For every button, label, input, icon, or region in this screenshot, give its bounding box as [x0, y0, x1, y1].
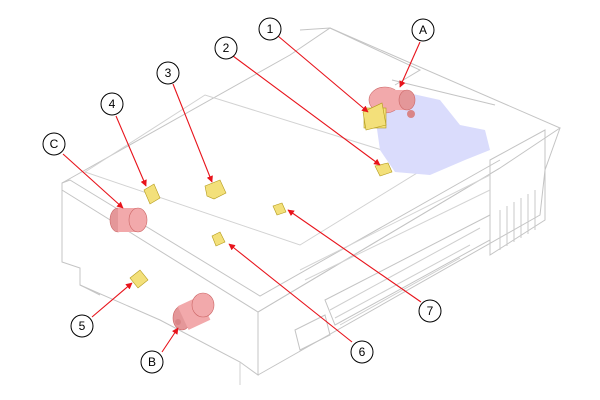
callout-b-label: B	[148, 355, 156, 369]
callout-b: B	[140, 350, 164, 374]
callout-3-label: 3	[165, 66, 172, 80]
leader-3	[172, 83, 213, 183]
callout-a-label: A	[419, 23, 427, 37]
callout-c-label: C	[50, 137, 59, 151]
callout-4: 4	[100, 92, 124, 116]
callout-5: 5	[70, 314, 94, 338]
callout-5-label: 5	[79, 319, 86, 333]
leader-5	[91, 282, 133, 318]
callout-2: 2	[214, 36, 238, 60]
roller-b	[172, 292, 215, 331]
sensor-part-4	[143, 183, 161, 205]
callout-1: 1	[258, 17, 282, 41]
sensor-part-1	[362, 102, 387, 131]
leader-6	[228, 243, 353, 343]
callout-4-label: 4	[109, 97, 116, 111]
highlight-region	[375, 90, 490, 175]
callout-1-label: 1	[267, 22, 274, 36]
printer-body	[61, 27, 562, 385]
callout-6: 6	[350, 340, 374, 364]
sensor-part-3	[204, 179, 227, 200]
sensor-part-6	[211, 231, 226, 247]
callout-7-label: 7	[427, 304, 434, 318]
callout-6-label: 6	[359, 345, 366, 359]
sensor-part-5	[129, 269, 149, 289]
callout-3: 3	[156, 61, 180, 85]
leader-b	[161, 327, 179, 353]
leader-7	[287, 209, 422, 303]
sensor-part-2	[374, 162, 393, 177]
sensor-part-7	[272, 202, 287, 216]
callout-c: C	[42, 132, 66, 156]
leader-c	[62, 153, 124, 209]
callout-2-label: 2	[223, 41, 230, 55]
callout-7: 7	[418, 299, 442, 323]
leader-1	[277, 35, 369, 113]
leader-a	[399, 41, 421, 88]
leader-2	[232, 55, 381, 166]
callout-a: A	[411, 18, 435, 42]
leader-4	[115, 115, 147, 187]
roller-c	[109, 207, 148, 233]
leader-lines	[62, 35, 422, 353]
